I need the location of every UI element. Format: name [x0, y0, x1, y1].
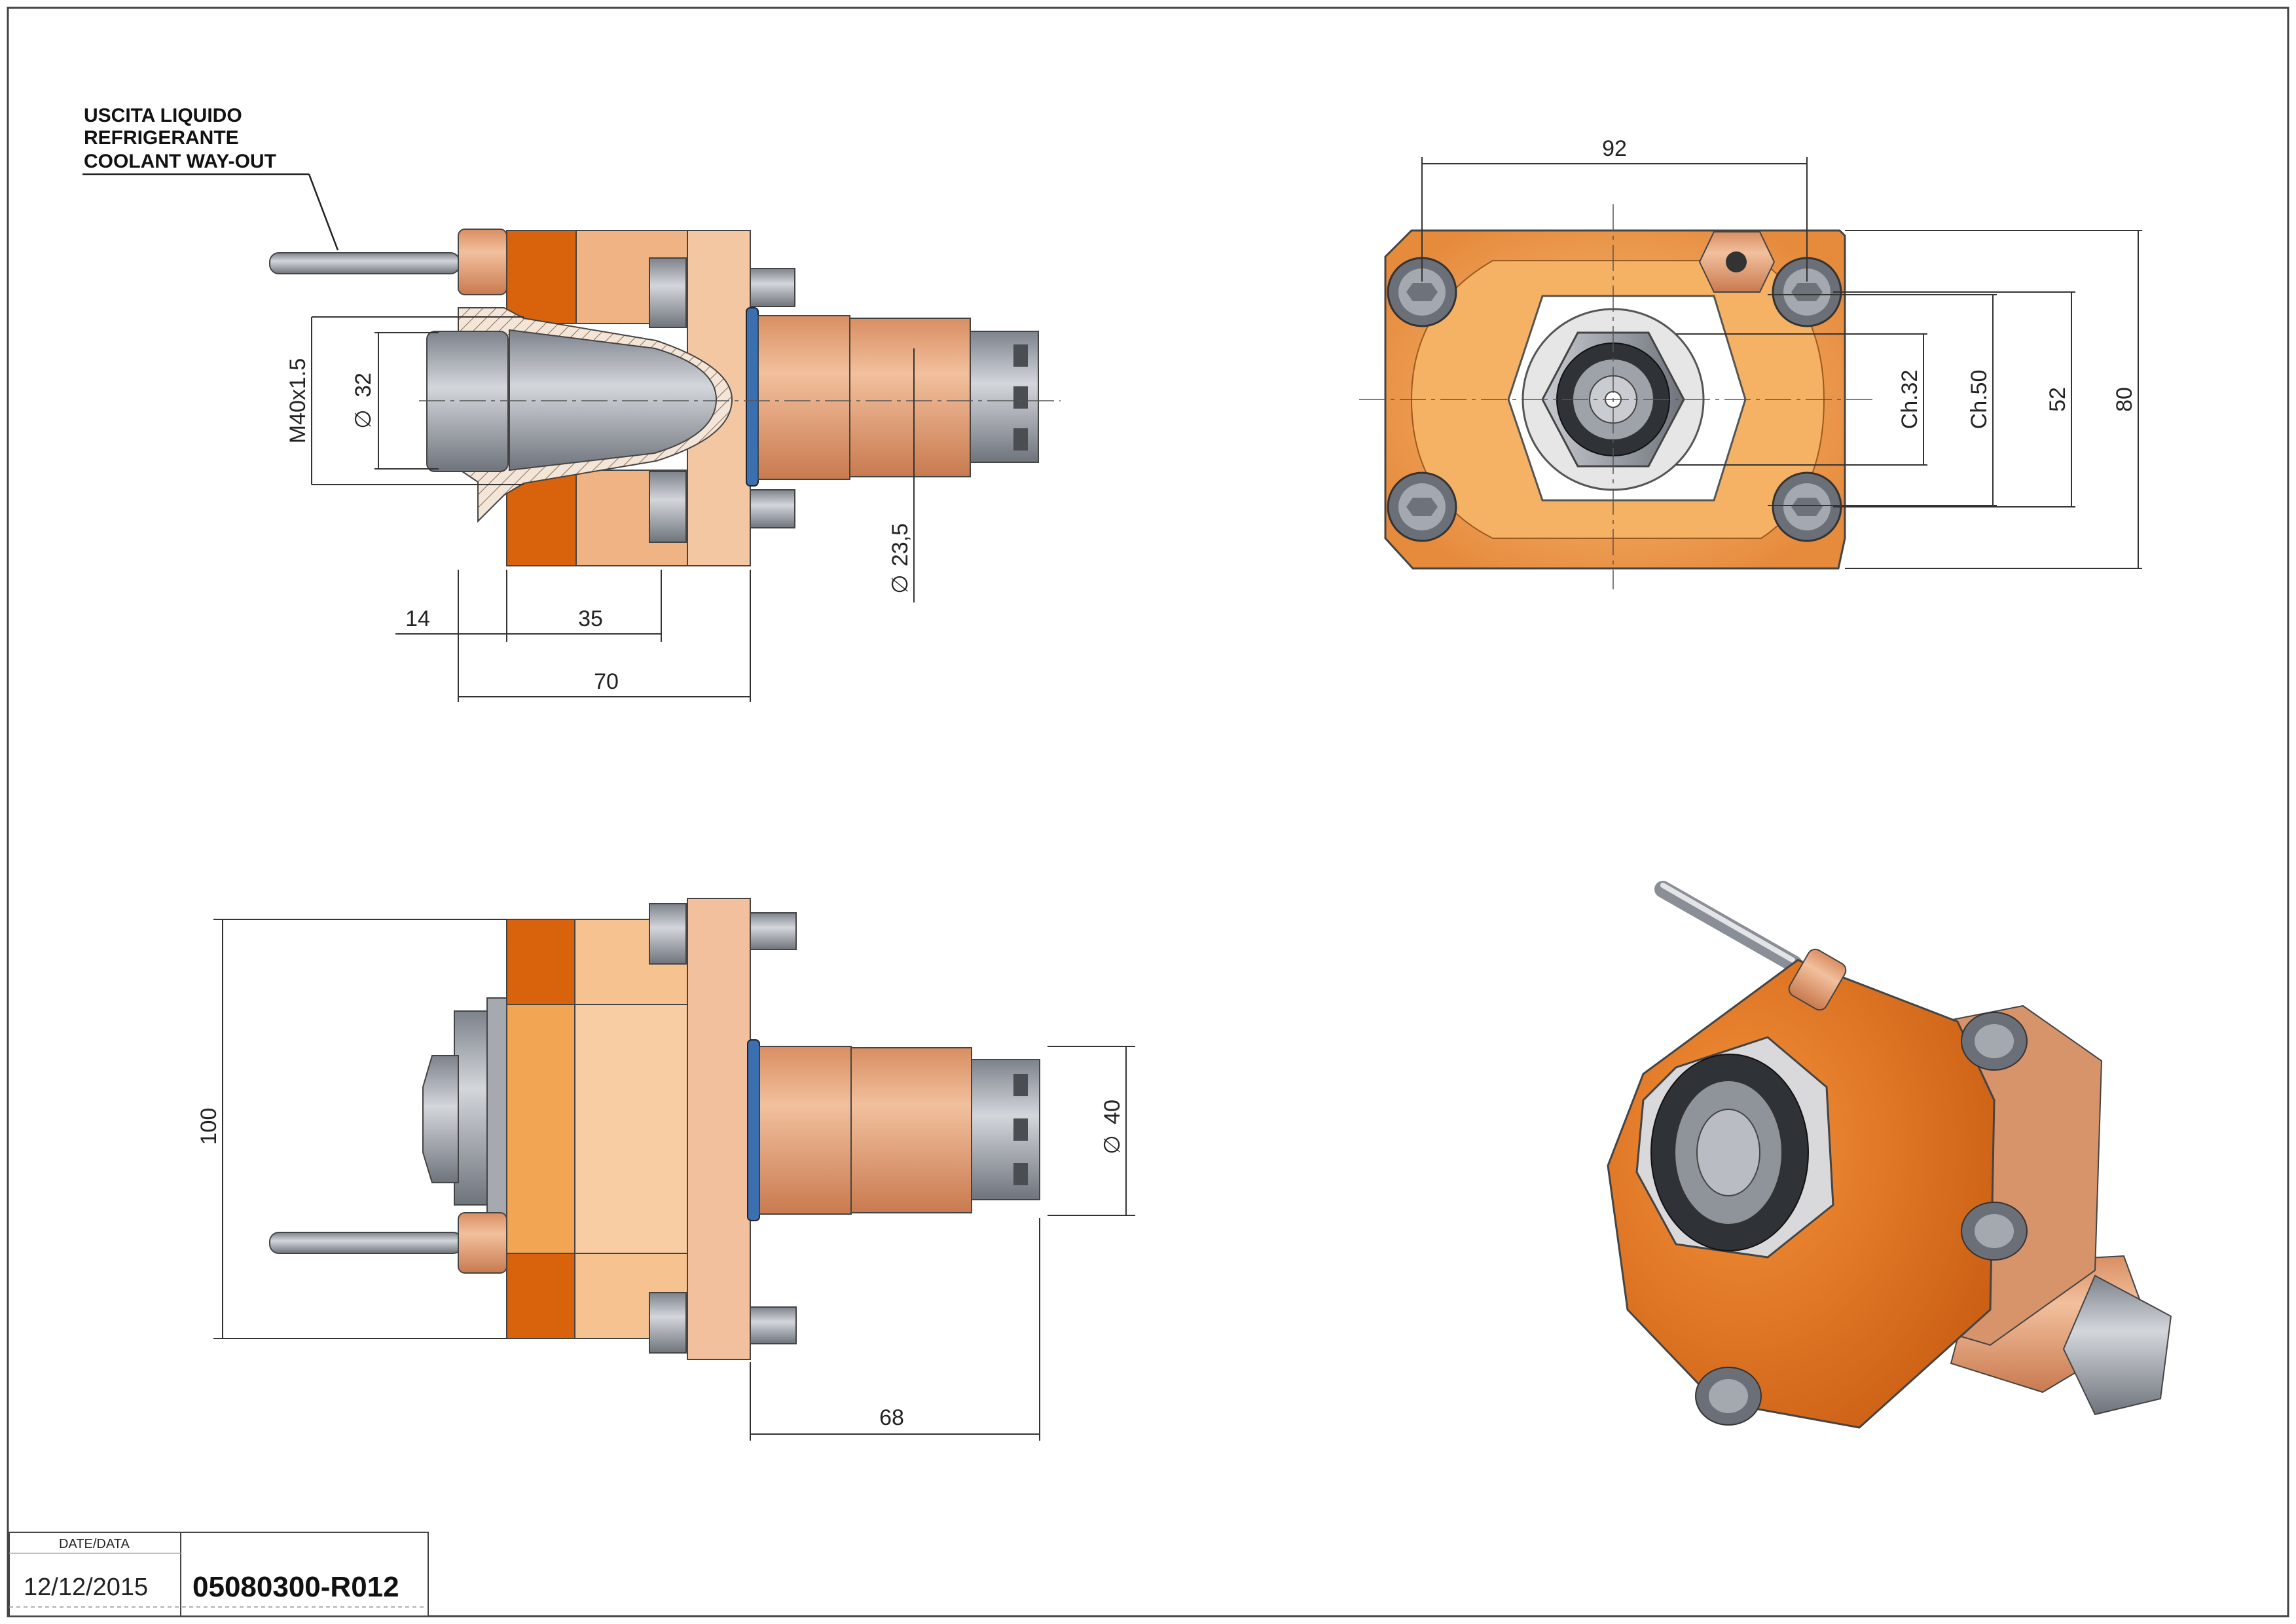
top-flange — [687, 898, 751, 1360]
note-line-3: COOLANT WAY-OUT — [84, 151, 276, 172]
front-screw-bl — [1387, 471, 1457, 542]
title-block-frame — [9, 1532, 429, 1617]
dim-bore: 32 — [351, 373, 376, 397]
front-coolant-hole — [1726, 251, 1747, 272]
isometric-view — [1607, 881, 2172, 1429]
dim-70: 70 — [594, 669, 619, 694]
top-body-dark-mid — [506, 1004, 575, 1254]
dim-35: 35 — [578, 606, 603, 631]
date-value: 12/12/2015 — [24, 1574, 148, 1601]
front-view: 92 Ch.32 Ch.50 52 80 — [1359, 136, 2142, 589]
iso-bore — [1696, 1109, 1760, 1196]
flange-bolt-bottom — [649, 471, 687, 543]
title-block: DATE/DATA 12/12/2015 05080300-R012 — [9, 1532, 429, 1617]
note-leader — [308, 174, 339, 251]
iso-bolt-mid — [1961, 1202, 2028, 1261]
seal-ring — [746, 307, 759, 487]
shaft-sleeve — [849, 318, 971, 477]
front-screw-tl — [1387, 257, 1457, 327]
shaft-collet-slot-2 — [1013, 386, 1028, 409]
dim-92: 92 — [1602, 136, 1627, 161]
dim-bore-symbol: ∅ — [351, 409, 376, 429]
coolant-pipe — [269, 252, 460, 274]
dim-shaft: 23,5 — [888, 523, 913, 566]
note-line-1: USCITA LIQUIDO — [84, 105, 242, 126]
shaft-collet-nut — [970, 331, 1039, 463]
top-body-main — [574, 1004, 691, 1254]
dim-80: 80 — [2112, 387, 2137, 412]
top-coolant-pipe — [269, 1232, 463, 1254]
top-shaft-sleeve — [850, 1047, 972, 1213]
collet — [426, 331, 509, 472]
dim-shaft-symbol: ∅ — [888, 574, 913, 594]
top-seal-ring — [747, 1039, 760, 1221]
iso-coolant-nipple — [1788, 948, 1847, 1011]
top-collet-slot-1 — [1013, 1074, 1028, 1096]
top-stud-bottom — [750, 1306, 797, 1344]
top-nut-ring — [486, 997, 507, 1219]
dim-ch32: Ch.32 — [1897, 370, 1922, 430]
drawing-code: 05080300-R012 — [192, 1571, 399, 1603]
iso-bolt-top — [1961, 1012, 2028, 1071]
coolant-nipple — [458, 229, 507, 295]
coolant-note: USCITA LIQUIDO REFRIGERANTE COOLANT WAY-… — [82, 105, 339, 251]
dim-68: 68 — [879, 1405, 904, 1430]
top-coolant-nipple — [458, 1212, 507, 1274]
dim-52: 52 — [2045, 387, 2070, 412]
note-line-2: REFRIGERANTE — [84, 127, 239, 149]
shaft-collet-slot-3 — [1013, 428, 1028, 451]
dim-14: 14 — [405, 606, 430, 631]
top-flange-bolt-bottom — [649, 1292, 687, 1354]
front-screw-br — [1772, 471, 1842, 542]
dim-40-symbol: ∅ — [1100, 1135, 1125, 1154]
sheet-border — [7, 7, 2289, 1617]
iso-rear-collet — [2062, 1274, 2172, 1416]
body-upper-dark — [506, 230, 577, 324]
dim-ch50: Ch.50 — [1967, 370, 1992, 430]
shaft-housing — [757, 315, 850, 480]
top-nut-hex — [422, 1055, 459, 1183]
top-view: 100 ∅ 40 68 — [196, 898, 1135, 1441]
dim-thread: M40x1.5 — [285, 358, 310, 443]
top-collet-slot-2 — [1013, 1118, 1028, 1141]
dim-40: 40 — [1100, 1099, 1125, 1124]
top-flange-bolt-top — [649, 903, 687, 965]
date-label: DATE/DATA — [59, 1537, 130, 1551]
flange-bolt-top — [649, 257, 687, 328]
side-section-view: M40x1.5 ∅ 32 ∅ 23,5 14 35 70 — [269, 229, 1061, 702]
top-shaft-collet-nut — [971, 1059, 1040, 1200]
top-shaft-housing — [759, 1046, 852, 1215]
top-collet-slot-3 — [1013, 1163, 1028, 1185]
front-screw-tr — [1772, 257, 1842, 327]
iso-coolant-pipe — [1654, 881, 1802, 972]
dim-100: 100 — [196, 1108, 221, 1145]
stud-bottom — [750, 489, 795, 528]
shaft-collet-slot-1 — [1013, 344, 1028, 367]
iso-bolt-bottom — [1695, 1367, 1762, 1426]
stud-top — [750, 268, 795, 307]
top-stud-top — [750, 912, 797, 950]
